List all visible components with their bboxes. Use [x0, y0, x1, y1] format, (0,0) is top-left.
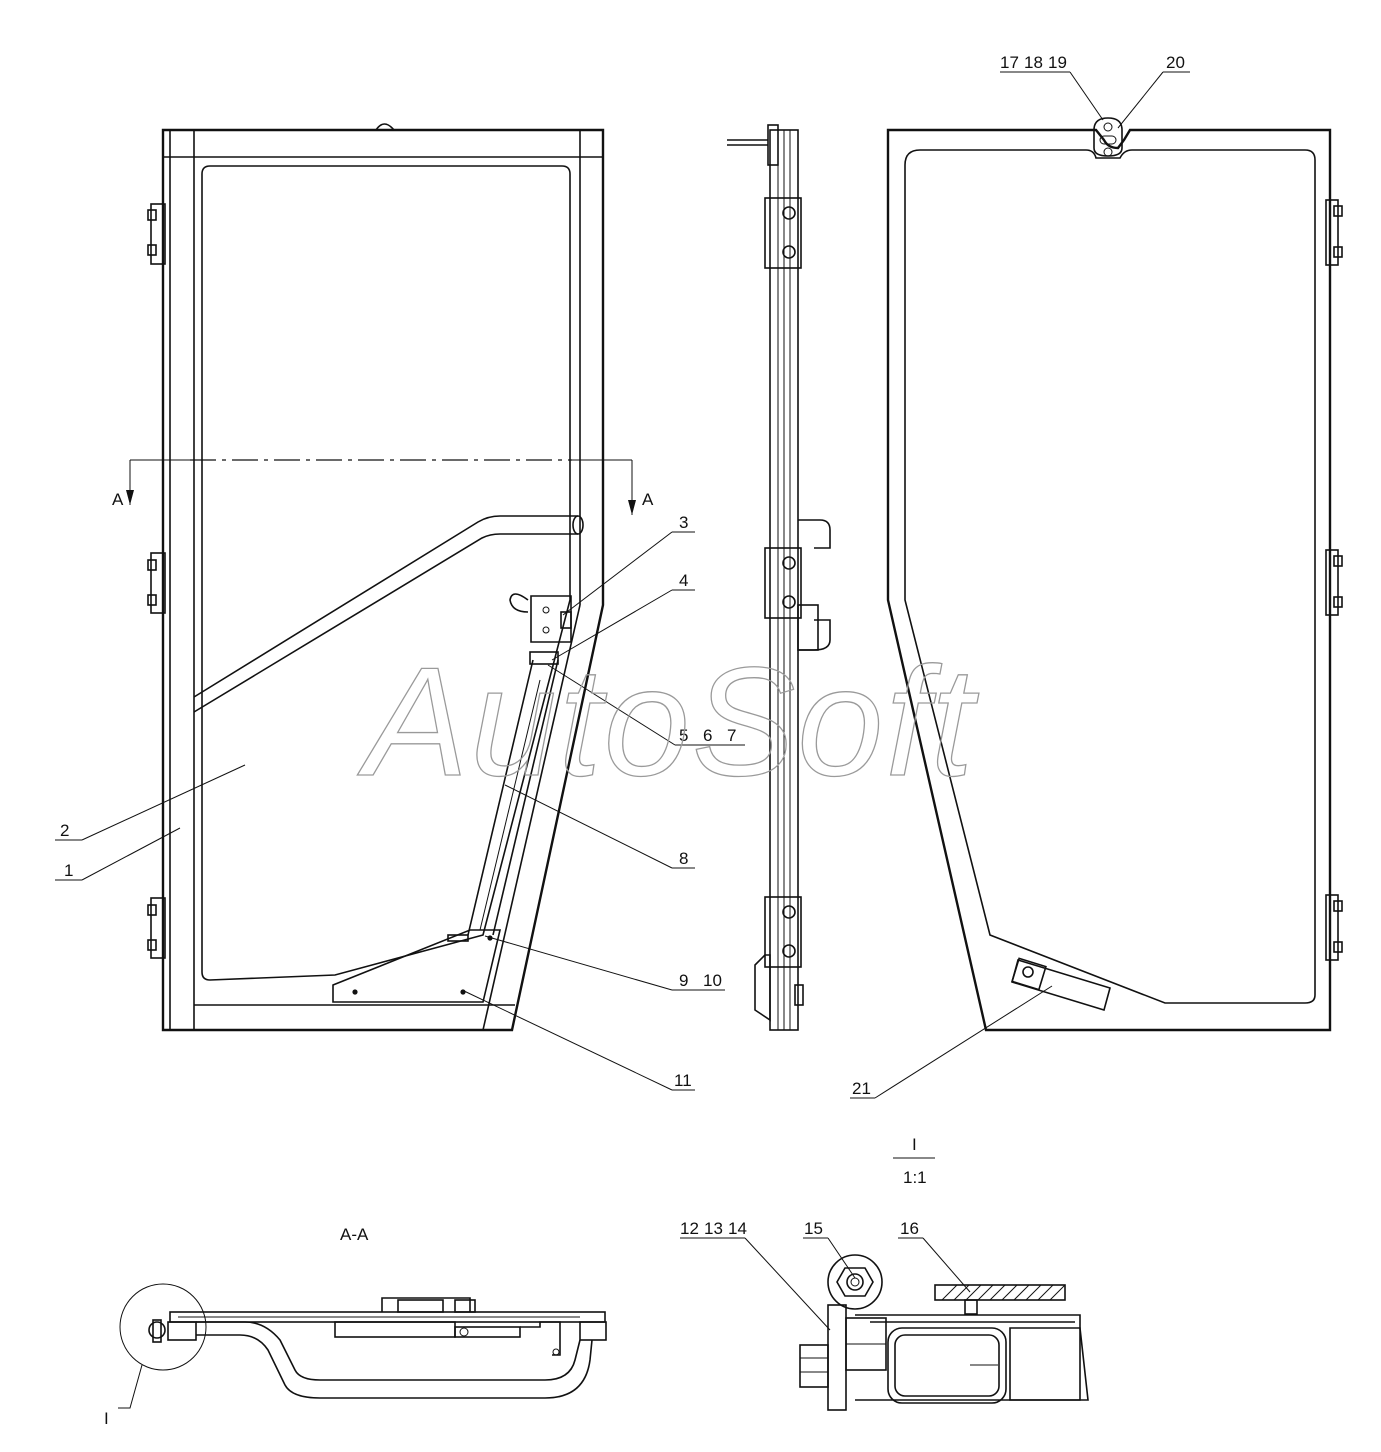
callout-13: 13	[704, 1219, 723, 1238]
callout-8: 8	[679, 849, 688, 868]
watermark: AutoSoft	[357, 635, 980, 808]
side-view	[727, 124, 831, 1031]
callout-4: 4	[679, 571, 688, 590]
callout-2: 2	[60, 821, 69, 840]
callout-11: 11	[674, 1071, 692, 1090]
callout-7: 7	[727, 726, 736, 745]
detail-scale: 1:1	[903, 1168, 927, 1187]
callout-15: 15	[804, 1219, 823, 1238]
callout-20: 20	[1166, 53, 1185, 72]
hinge-top-front	[147, 203, 166, 265]
callout-5: 5	[679, 726, 688, 745]
section-marker-left: A	[112, 490, 124, 509]
callout-labels: 1 2 3 4 5 6 7 8 9 10 11 12 13 14 15 16 1…	[60, 53, 1185, 1238]
callout-1: 1	[64, 861, 73, 880]
rear-view	[886, 117, 1343, 1032]
detail-label: I	[912, 1135, 917, 1154]
callout-9: 9	[679, 971, 688, 990]
callout-leaders	[55, 71, 1190, 1331]
callout-14: 14	[728, 1219, 747, 1238]
door-lock	[509, 593, 572, 665]
callout-6: 6	[703, 726, 712, 745]
section-line-a-a	[126, 459, 636, 515]
section-marker-right: A	[642, 490, 654, 509]
callout-3: 3	[679, 513, 688, 532]
callout-17: 17	[1000, 53, 1019, 72]
striker-plate	[1093, 117, 1123, 157]
callout-21: 21	[852, 1079, 871, 1098]
hinge-mid-front	[147, 552, 166, 614]
detail-marker: I	[104, 1409, 109, 1428]
callout-12: 12	[680, 1219, 699, 1238]
callout-16: 16	[900, 1219, 919, 1238]
callout-10: 10	[703, 971, 722, 990]
detail-i-view: I 1:1	[799, 1135, 1089, 1411]
inner-handle	[1011, 957, 1111, 1012]
callout-19: 19	[1048, 53, 1067, 72]
section-title: A-A	[340, 1225, 369, 1244]
section-a-a-view	[118, 1283, 607, 1409]
hinge-bottom-front	[147, 897, 166, 959]
callout-18: 18	[1024, 53, 1043, 72]
front-view	[147, 123, 605, 1032]
